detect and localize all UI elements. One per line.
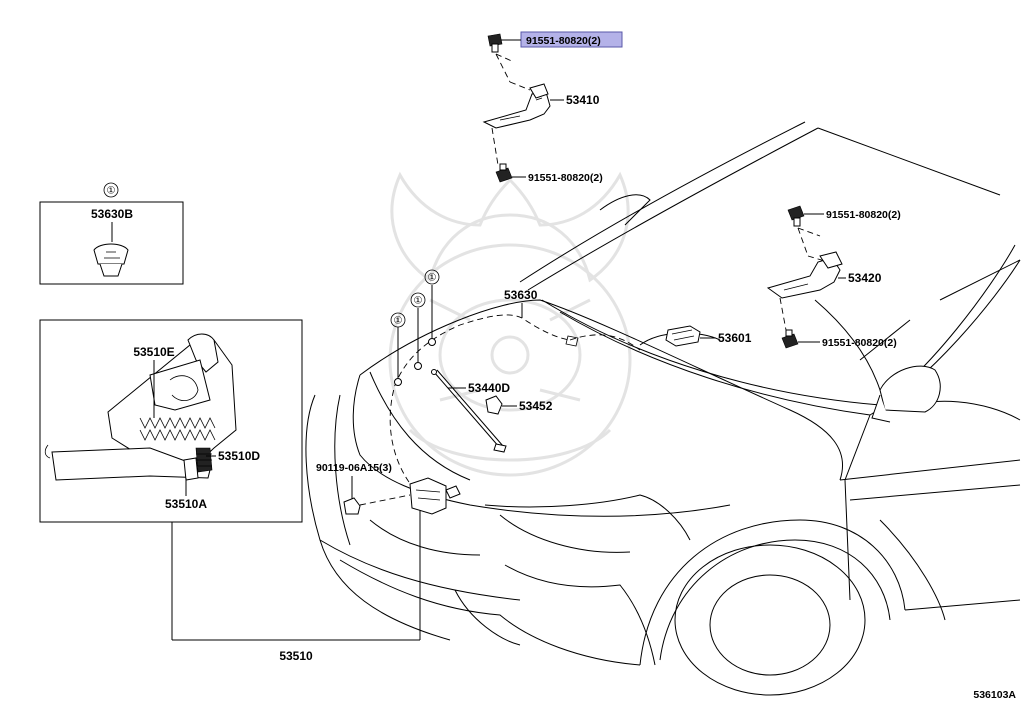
callout-53510: 53510 — [171, 505, 421, 663]
release-lever-53601: 53601 — [665, 325, 752, 347]
label-53630: 53630 — [504, 288, 538, 302]
hinge-53420 — [766, 251, 843, 299]
hinge-53410 — [482, 83, 551, 129]
label-53510d: 53510D — [218, 449, 260, 463]
label-bolt-right-upper: 91551-80820(2) — [826, 209, 901, 221]
label-bolt-left-lower: 91551-80820(2) — [528, 172, 603, 184]
label-53510e: 53510E — [133, 345, 174, 359]
clip-marker-1: ① — [394, 316, 403, 327]
hood-release-cable: ① ① ① 53630 — [389, 269, 641, 491]
label-53410: 53410 — [566, 93, 600, 107]
clip-marker-53630b: ① — [107, 186, 116, 197]
clip-marker-3: ① — [428, 273, 437, 284]
label-bolt-right-lower: 91551-80820(2) — [822, 337, 897, 349]
reference-code: 536103A — [973, 689, 1016, 701]
bolt-top — [487, 33, 503, 53]
vehicle-outline — [305, 121, 1021, 696]
label-53630b: 53630B — [91, 207, 133, 221]
rod-holder-53452: 53452 — [485, 395, 553, 415]
hood-support-rod: 53440D — [431, 369, 510, 453]
label-bolt-top: 91551-80820(2) — [526, 35, 601, 47]
clip-marker-2: ① — [414, 296, 423, 307]
label-53510: 53510 — [279, 649, 313, 663]
left-hinge-group: 91551-80820(2) 53410 91551-80820(2) — [482, 31, 623, 184]
hood-lock-assembly — [44, 333, 237, 481]
bolt-left-lower — [495, 163, 513, 183]
label-53510a: 53510A — [165, 497, 207, 511]
label-53452: 53452 — [519, 399, 553, 413]
right-hinge-group: 91551-80820(2) 53420 91551-80820(2) — [766, 205, 901, 349]
label-53440d: 53440D — [468, 381, 510, 395]
inset-53630b: ① 53630B — [39, 182, 184, 285]
bolt-right-lower — [781, 329, 799, 349]
hood-lock-installed: 90119-06A15(3) — [316, 462, 461, 515]
bolt-right-upper — [787, 205, 805, 227]
label-90119: 90119-06A15(3) — [316, 462, 392, 474]
clip-53630b — [93, 243, 129, 277]
inset-hood-lock: 53510E 53510D 53510A — [39, 319, 303, 523]
watermark-emblem — [388, 171, 632, 477]
label-53601: 53601 — [718, 331, 752, 345]
label-53420: 53420 — [848, 271, 882, 285]
